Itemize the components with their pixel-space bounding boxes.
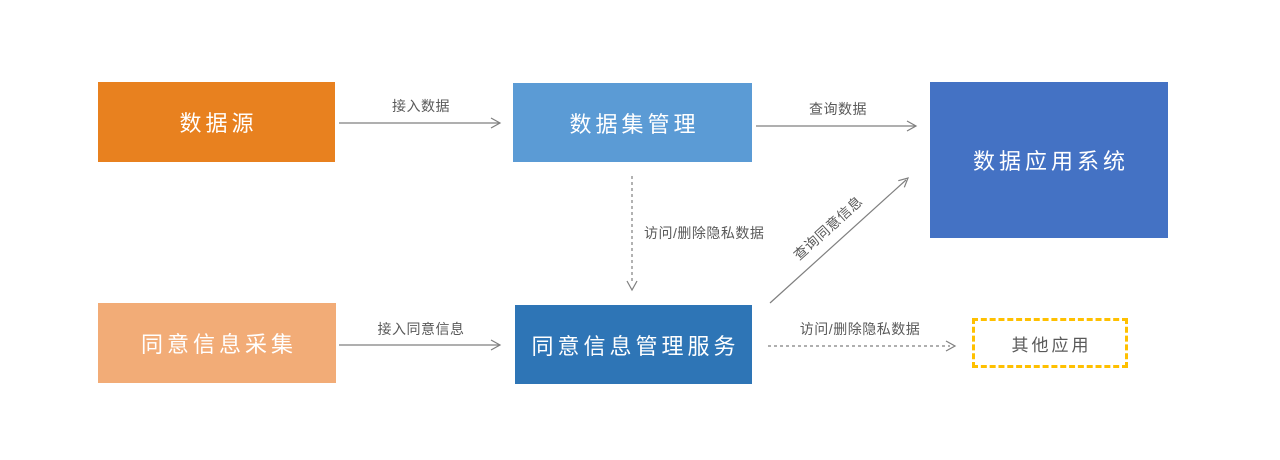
edge-query-data-arrow — [756, 120, 918, 132]
node-consent-info-collection: 同意信息采集 — [98, 303, 336, 383]
edge-label-access-consent: 接入同意信息 — [377, 321, 465, 337]
edge-label-access-data: 接入数据 — [392, 98, 450, 114]
edge-access-data-arrow — [339, 117, 502, 129]
edge-label-access-delete-private-horizontal: 访问/删除隐私数据 — [799, 321, 921, 337]
edge-label-access-delete-private-vertical: 访问/删除隐私数据 — [644, 225, 765, 241]
edge-access-delete-private-horizontal-arrow — [768, 340, 957, 352]
edge-access-consent-arrow — [339, 339, 502, 351]
edge-access-delete-private-vertical-arrow — [626, 176, 638, 292]
node-data-source: 数据源 — [98, 82, 335, 162]
node-data-application-system: 数据应用系统 — [930, 82, 1168, 238]
node-consent-info-management-service: 同意信息管理服务 — [515, 305, 752, 384]
edge-label-query-data: 查询数据 — [809, 101, 867, 117]
node-other-applications: 其他应用 — [972, 318, 1128, 368]
edge-query-consent-arrow — [769, 177, 910, 304]
node-dataset-management: 数据集管理 — [513, 83, 752, 162]
